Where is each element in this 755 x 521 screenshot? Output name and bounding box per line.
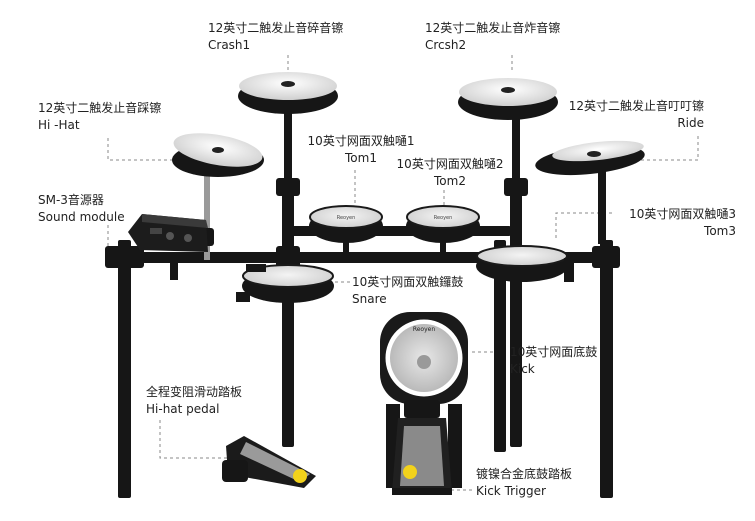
crash1-label-en: Crash1 xyxy=(208,38,251,52)
hihat-pedal-label: 全程变阻滑动踏板 Hi-hat pedal xyxy=(146,384,242,418)
kick-trigger-pedal xyxy=(392,400,452,495)
tom1-label: 10英寸网面双触嗵1 Tom1 xyxy=(303,133,419,167)
leader-ride xyxy=(640,136,699,161)
tom3-label: 10英寸网面双触嗵3 Tom3 xyxy=(610,206,736,240)
snare-pad xyxy=(236,264,334,303)
hihat-label-zh: 12英寸二触发止音踩镲 xyxy=(38,101,162,115)
leader-hihat xyxy=(107,138,185,161)
kick-trigger-label: 镀镍合金底鼓踏板 Kick Trigger xyxy=(476,466,572,500)
ride-label-zh: 12英寸二触发止音叮叮镲 xyxy=(568,99,704,113)
ride-label: 12英寸二触发止音叮叮镲 Ride xyxy=(568,98,704,132)
leader-tom3 xyxy=(555,212,612,240)
tom2-label-zh: 10英寸网面双触嗵2 xyxy=(396,157,504,171)
crash1-cymbal xyxy=(238,72,338,114)
hihat-cymbal xyxy=(172,133,264,177)
sound-module xyxy=(128,214,208,280)
crash2-cymbal xyxy=(458,78,558,120)
tom3-label-en: Tom3 xyxy=(704,224,736,238)
crash2-label-zh: 12英寸二触发止音炸音镲 xyxy=(425,21,561,35)
kick-trigger-label-en: Kick Trigger xyxy=(476,484,546,498)
tom2-pad: Reoyen xyxy=(406,205,480,253)
snare-label-zh: 10英寸网面双触鑼鼓 xyxy=(352,275,464,289)
tom2-label: 10英寸网面双触嗵2 Tom2 xyxy=(392,156,508,190)
tom3-pad xyxy=(476,245,574,282)
tom3-label-zh: 10英寸网面双触嗵3 xyxy=(629,207,736,221)
hihat-pedal-label-zh: 全程变阻滑动踏板 xyxy=(146,385,243,399)
crash2-label: 12英寸二触发止音炸音镲 Crcsh2 xyxy=(425,20,560,54)
crash2-label-en: Crcsh2 xyxy=(425,38,467,52)
hihat-pedal xyxy=(222,436,316,488)
leader-lines xyxy=(107,55,699,491)
leader-hihat-pedal xyxy=(159,420,228,459)
hihat-rod xyxy=(204,168,210,260)
tom1-label-en: Tom1 xyxy=(345,151,377,165)
module-label-en: Sound module xyxy=(38,210,125,224)
crash1-label: 12英寸二触发止音碎音镲 Crash1 xyxy=(208,20,343,54)
hihat-label-en: Hi -Hat xyxy=(38,118,80,132)
ride-label-en: Ride xyxy=(677,116,704,130)
tom1-label-zh: 10英寸网面双触嗵1 xyxy=(307,134,415,148)
tom1-pad: Reoyen xyxy=(309,205,383,253)
kick-brand: Reoyen xyxy=(413,326,436,333)
snare-label: 10英寸网面双触鑼鼓 Snare xyxy=(352,274,463,308)
tom2-label-en: Tom2 xyxy=(434,174,466,188)
hihat-pedal-label-en: Hi-hat pedal xyxy=(146,402,220,416)
module-label: SM-3音源器 Sound module xyxy=(38,192,125,226)
crash1-label-zh: 12英寸二触发止音碎音镲 xyxy=(208,21,344,35)
kick-trigger-label-zh: 镀镍合金底鼓踏板 xyxy=(476,467,573,481)
svg-text:Reoyen: Reoyen xyxy=(434,215,453,221)
svg-text:Reoyen: Reoyen xyxy=(337,215,356,221)
snare-label-en: Snare xyxy=(352,292,387,306)
kick-pad: Reoyen xyxy=(380,312,468,488)
kick-label-en: Kick xyxy=(510,362,535,376)
kick-label: 10英寸网面底鼓 Kick xyxy=(510,344,597,378)
hihat-label: 12英寸二触发止音踩镲 Hi -Hat xyxy=(38,100,161,134)
ride-cymbal xyxy=(535,140,645,176)
kick-label-zh: 10英寸网面底鼓 xyxy=(510,345,598,359)
module-label-zh: SM-3音源器 xyxy=(38,193,104,207)
